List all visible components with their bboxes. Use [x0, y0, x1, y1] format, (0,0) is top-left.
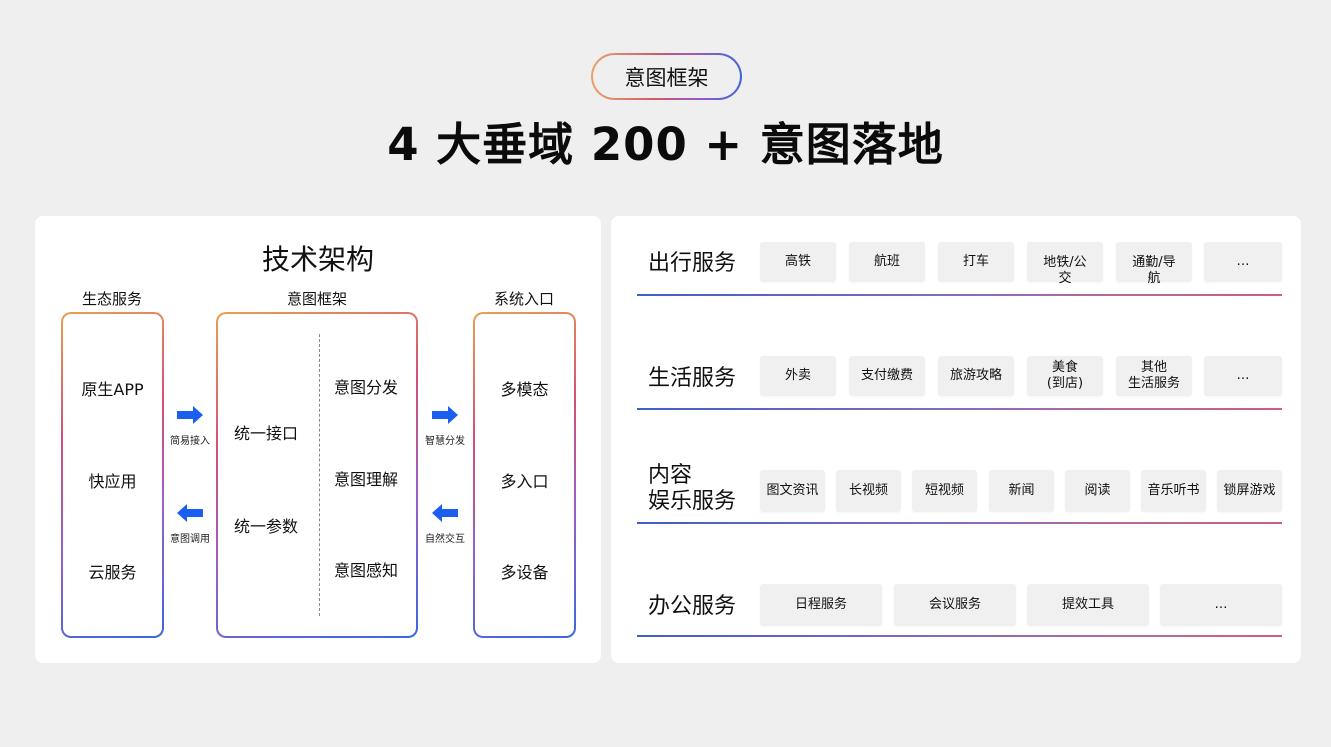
entry-box: 多模态 多入口 多设备	[473, 312, 576, 638]
domain-title-office: 办公服务	[648, 594, 737, 619]
domain-title-content-entertainment: 内容 娱乐服务	[648, 463, 736, 515]
entry-column-title: 系统入口	[493, 290, 554, 308]
content-divider	[637, 522, 1282, 524]
office-divider	[637, 635, 1282, 637]
section-badge-label: 意图框架	[593, 55, 740, 98]
chip-high-speed-rail: 高铁	[760, 242, 836, 282]
chip-lockscreen-games: 锁屏游戏	[1217, 470, 1282, 512]
chip-productivity-tools: 提效工具	[1027, 584, 1149, 626]
chip-news-feed: 图文资讯	[760, 470, 825, 512]
chip-flight: 航班	[849, 242, 925, 282]
smart-dispatch-label: 智慧分发	[425, 436, 465, 447]
entry-item-multi-entry: 多入口	[500, 472, 549, 491]
divider	[319, 334, 320, 616]
section-badge: 意图框架	[591, 53, 742, 100]
ecosystem-column-title: 生态服务	[81, 290, 142, 308]
domain-title-life: 生活服务	[648, 366, 737, 391]
chip-more-office: …	[1160, 584, 1282, 626]
chip-commute-navigation: 通勤/导航	[1116, 242, 1192, 286]
chip-news: 新闻	[989, 470, 1054, 512]
chip-taxi: 打车	[938, 242, 1014, 282]
page-title: 4 大垂域 200 + 意图落地	[387, 118, 944, 171]
framework-box: 统一接口 统一参数 意图分发 意图理解 意图感知	[216, 312, 418, 638]
intent-invoke-label: 意图调用	[170, 534, 210, 545]
chip-commute-navigation-label: 通勤/导航	[1132, 255, 1176, 286]
natural-interaction-label: 自然交互	[425, 534, 465, 545]
architecture-panel: 技术架构 生态服务 意图框架 系统入口 原生APP 快应用 云服务 简易接入 意…	[35, 216, 601, 663]
domain-title-line-2: 娱乐服务	[648, 489, 737, 514]
chip-food-delivery: 外卖	[760, 356, 836, 396]
framework-item-unified-interface: 统一接口	[234, 424, 299, 443]
entry-item-multimodal: 多模态	[500, 380, 549, 399]
arrow-right-icon	[177, 406, 203, 424]
framework-column-title: 意图框架	[286, 290, 347, 308]
chip-music-audiobook: 音乐听书	[1141, 470, 1206, 512]
chip-metro-bus: 地铁/公交	[1027, 242, 1103, 286]
chip-other-life-services: 其他 生活服务	[1116, 356, 1192, 396]
chip-schedule: 日程服务	[760, 584, 882, 626]
domain-title-travel: 出行服务	[648, 251, 737, 276]
chip-travel-guide: 旅游攻略	[938, 356, 1014, 396]
chip-dining-in-store: 美食 (到店)	[1027, 356, 1103, 396]
chip-more-life: …	[1204, 356, 1282, 396]
arrow-left-icon	[177, 504, 203, 522]
travel-divider	[637, 294, 1282, 296]
chip-short-video: 短视频	[912, 470, 977, 512]
easy-access-label: 简易接入	[170, 436, 210, 447]
ecosystem-box: 原生APP 快应用 云服务	[61, 312, 164, 638]
ecosystem-item-cloud-service: 云服务	[88, 563, 137, 582]
life-divider	[637, 408, 1282, 410]
architecture-title: 技术架构	[261, 243, 374, 276]
chip-long-video: 长视频	[836, 470, 901, 512]
chip-metro-bus-label: 地铁/公交	[1043, 255, 1087, 286]
entry-item-multi-device: 多设备	[500, 563, 549, 582]
framework-item-intent-understanding: 意图理解	[334, 470, 399, 489]
framework-item-intent-perception: 意图感知	[334, 561, 399, 580]
chip-more-travel: …	[1204, 242, 1282, 282]
ecosystem-item-quick-app: 快应用	[88, 472, 137, 491]
framework-item-intent-dispatch: 意图分发	[334, 378, 399, 397]
chip-reading: 阅读	[1065, 470, 1130, 512]
arrow-right-icon	[432, 406, 458, 424]
ecosystem-item-native-app: 原生APP	[81, 380, 144, 399]
chip-meeting: 会议服务	[894, 584, 1016, 626]
domain-title-line-1: 内容	[648, 463, 693, 488]
arrow-left-icon	[432, 504, 458, 522]
framework-item-unified-params: 统一参数	[234, 517, 299, 536]
domains-panel: 出行服务 高铁 航班 打车 地铁/公交 通勤/导航 … 生活服务 外卖 支付缴费…	[611, 216, 1301, 663]
chip-bill-payment: 支付缴费	[849, 356, 925, 396]
